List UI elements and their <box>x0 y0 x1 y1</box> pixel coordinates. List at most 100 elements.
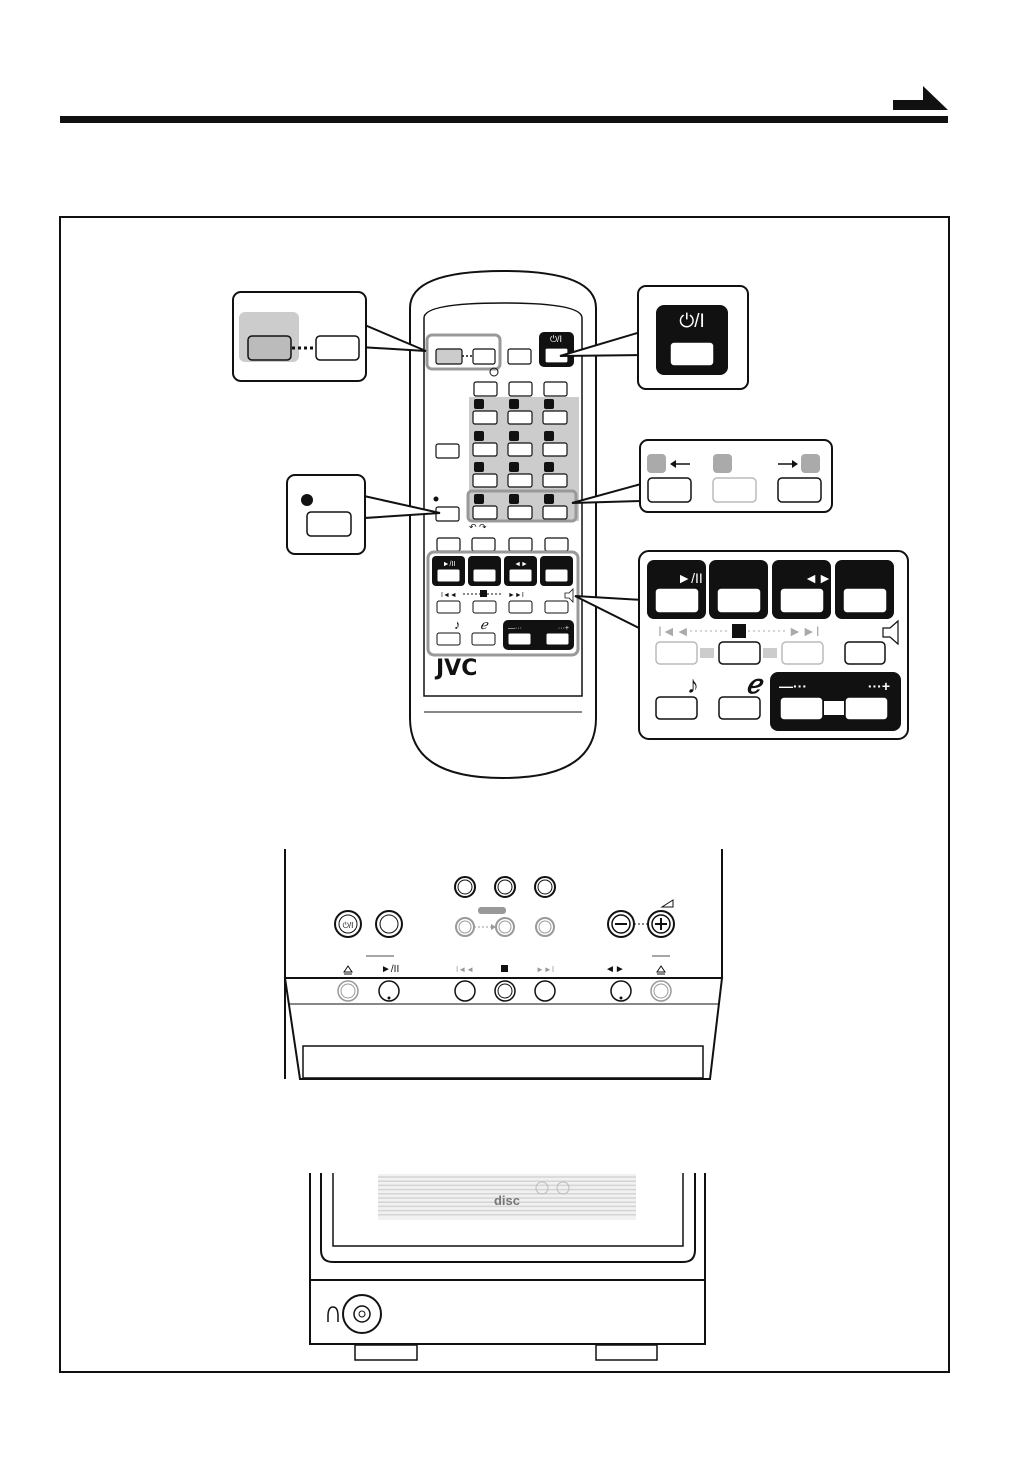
main-unit-front: disc <box>310 1173 705 1360</box>
jvc-logo: JVC <box>434 656 477 681</box>
headphones-icon <box>328 1307 338 1322</box>
unit-skip-fwd-button[interactable] <box>535 981 555 1001</box>
surround-icon-zoom: ℯ <box>746 669 764 699</box>
unit-skip-back-label: I◄◄ <box>456 965 474 974</box>
record-button-zoom <box>307 512 351 536</box>
remote-button[interactable] <box>544 382 567 396</box>
record-dot-icon <box>434 497 439 502</box>
headphone-jack[interactable] <box>343 1295 381 1333</box>
numpad-key-cap <box>509 494 519 504</box>
music-note-icon: ♪ <box>454 617 461 632</box>
remote-button[interactable] <box>436 444 459 458</box>
callout-record <box>287 475 365 554</box>
disc-tray-slot <box>303 1046 703 1078</box>
numpad-key[interactable] <box>543 506 567 519</box>
eject-icon <box>657 966 665 974</box>
remote-button[interactable] <box>545 569 568 582</box>
remote-stop-button[interactable] <box>473 601 496 613</box>
numpad-key-cap <box>474 462 484 472</box>
numpad-key[interactable] <box>473 506 497 519</box>
numpad-key-cap <box>544 431 554 441</box>
numpad-key[interactable] <box>508 411 532 424</box>
remote-sleep-button[interactable] <box>436 349 462 364</box>
sleep-button-zoom <box>248 336 291 360</box>
remote-play-pause-button[interactable] <box>437 569 460 582</box>
unit-stop-icon <box>501 965 508 972</box>
remote-volume-minus-label: —··· <box>508 625 522 632</box>
direction-label-zoom: ◄► <box>804 570 832 586</box>
callout-sleep-timer <box>233 292 366 381</box>
numpad-key-cap <box>474 431 484 441</box>
remote-control: ⏻/I ↶ ↷ ►/II ◄► I◄◄ <box>410 271 596 778</box>
remote-skip-back-button[interactable] <box>437 601 460 613</box>
eject-icon <box>344 966 352 974</box>
remote-mute-button[interactable] <box>545 601 568 613</box>
volume-plus-label-zoom: ···+ <box>868 678 890 694</box>
remote-skip-fwd-label: ►►I <box>508 592 524 599</box>
numpad-key[interactable] <box>543 411 567 424</box>
unit-power-label: ⏻/I <box>343 921 354 930</box>
remote-button[interactable] <box>474 382 497 396</box>
skip-fwd-label-zoom: ►►I <box>788 623 820 639</box>
remote-skip-fwd-button[interactable] <box>509 601 532 613</box>
indicator-lamp <box>478 907 506 914</box>
remote-sound-button[interactable] <box>437 633 460 645</box>
numpad-key[interactable] <box>508 443 532 456</box>
volume-minus-label-zoom: —··· <box>779 678 807 694</box>
remote-button[interactable] <box>508 349 531 364</box>
unit-play-pause-label: ►/II <box>381 964 399 975</box>
display-window: disc <box>378 1174 636 1220</box>
numpad-key[interactable] <box>508 506 532 519</box>
callout-power: ⏻/I <box>638 286 748 389</box>
numpad-key-cap <box>544 494 554 504</box>
remote-button[interactable] <box>473 569 496 582</box>
power-label-zoom: ⏻/I <box>679 311 705 332</box>
repeat-icon: ↶ ↷ <box>469 522 487 532</box>
skip-back-label-zoom: I◄◄ <box>658 623 690 639</box>
remote-play-pause-label: ►/II <box>443 561 456 568</box>
numpad-key[interactable] <box>543 443 567 456</box>
remote-direction-label: ◄► <box>514 561 528 568</box>
numpad-key-cap <box>544 399 554 409</box>
callout-transport: ►/II ◄► I◄◄ ►►I ♪ ℯ —··· ···+ <box>639 551 908 739</box>
numpad-key-cap <box>544 462 554 472</box>
surround-icon: ℯ <box>480 617 489 632</box>
stop-icon-zoom <box>732 624 746 638</box>
remote-timer-button[interactable] <box>473 349 495 364</box>
stop-icon <box>480 590 487 597</box>
unit-foot <box>596 1345 657 1360</box>
callout-arrows <box>640 440 832 512</box>
numpad-key[interactable] <box>543 474 567 487</box>
numpad-key[interactable] <box>473 474 497 487</box>
music-note-icon-zoom: ♪ <box>687 672 699 699</box>
unit-direction-label: ◄► <box>605 964 625 975</box>
unit-skip-fwd-label: ►►I <box>536 965 554 974</box>
play-pause-label-zoom: ►/II <box>677 570 703 586</box>
remote-volume-down-button[interactable] <box>508 633 531 645</box>
volume-icon <box>662 900 673 907</box>
remote-skip-back-label: I◄◄ <box>441 592 457 599</box>
numpad-key[interactable] <box>473 443 497 456</box>
remote-button[interactable] <box>472 538 495 551</box>
timer-button-zoom <box>316 336 359 360</box>
numpad-key-cap <box>509 431 519 441</box>
numpad-key-cap <box>474 399 484 409</box>
remote-power-label: ⏻/I <box>550 334 562 344</box>
main-unit-top-panel: ⏻/I ►/II I◄◄ ►►I ◄► <box>285 849 722 1079</box>
power-button-zoom <box>670 342 714 366</box>
unit-skip-back-button[interactable] <box>455 981 475 1001</box>
numpad-key-cap <box>509 399 519 409</box>
remote-volume-up-button[interactable] <box>546 633 569 645</box>
remote-volume-plus-label: ···+ <box>558 625 569 632</box>
remote-surround-button[interactable] <box>472 633 495 645</box>
remote-direction-button[interactable] <box>509 569 532 582</box>
numpad-key-cap <box>474 494 484 504</box>
remote-button[interactable] <box>545 538 568 551</box>
remote-button[interactable] <box>437 538 460 551</box>
numpad-key[interactable] <box>473 411 497 424</box>
numpad-key-cap <box>509 462 519 472</box>
remote-button[interactable] <box>509 382 532 396</box>
remote-button[interactable] <box>509 538 532 551</box>
numpad-key[interactable] <box>508 474 532 487</box>
